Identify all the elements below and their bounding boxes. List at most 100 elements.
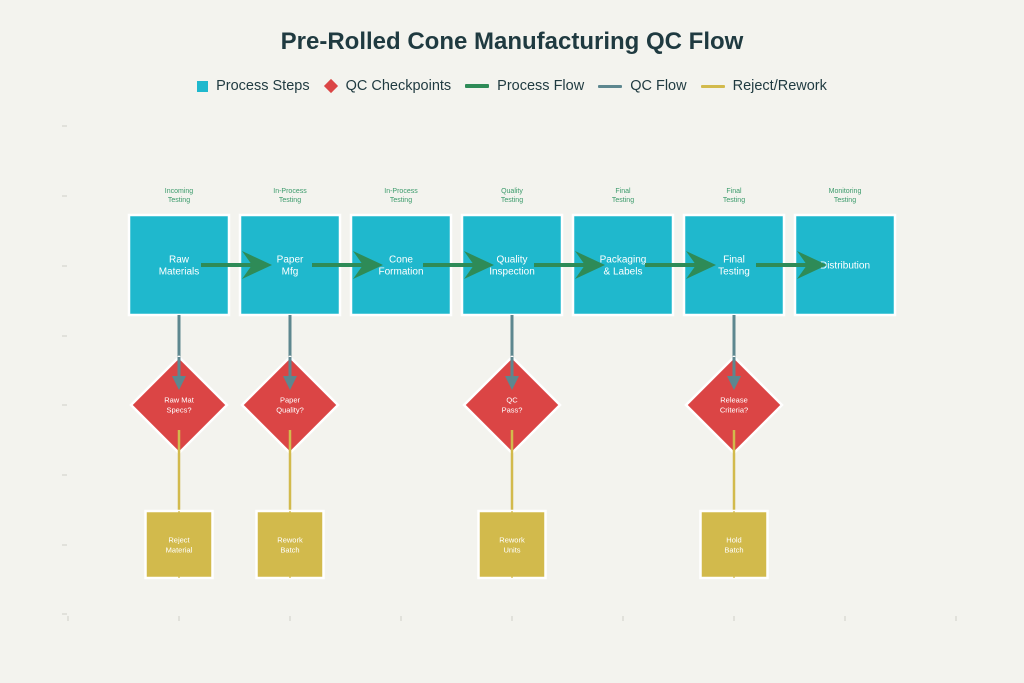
process-label: Distribution <box>820 261 870 272</box>
stage-label-line: Testing <box>723 197 745 204</box>
process-flow-arrowhead <box>242 251 272 279</box>
qc-label-line: Paper <box>280 396 301 405</box>
process-label-line: Raw <box>169 255 190 266</box>
outcome-label-line: Batch <box>724 546 743 555</box>
outcome-label-line: Hold <box>726 536 741 545</box>
legend: Process Steps QC Checkpoints Process Flo… <box>0 78 1024 94</box>
legend-item-process-flow: Process Flow <box>465 78 584 94</box>
outcome-label-line: Batch <box>280 546 299 555</box>
process-label-line: Quality <box>496 255 527 266</box>
process-flow-arrow <box>756 251 827 279</box>
outcome-label-line: Material <box>166 546 193 555</box>
stage-label-line: Testing <box>501 197 523 204</box>
process-label-line: Materials <box>159 267 200 278</box>
process-label-line: Distribution <box>820 261 870 272</box>
legend-line-icon <box>465 84 490 88</box>
process-flow-arrow <box>423 251 494 279</box>
qc-label-line: QC <box>506 396 518 405</box>
outcome-label-line: Reject <box>168 536 190 545</box>
outcome-3 <box>477 509 547 580</box>
stage-label-line: Testing <box>390 197 412 204</box>
legend-label: Reject/Rework <box>732 78 827 94</box>
process-flow-arrow <box>645 251 716 279</box>
stage-label-line: In-Process <box>273 188 307 195</box>
process-flow-arrow <box>534 251 605 279</box>
process-flow-arrow <box>312 251 383 279</box>
process-label: Packaging& Labels <box>600 255 647 278</box>
process-flow-arrowhead <box>464 251 494 279</box>
legend-item-reject-rework: Reject/Rework <box>700 78 827 94</box>
process-label-line: Packaging <box>600 255 647 266</box>
qc-label-line: Specs? <box>166 406 191 415</box>
process-flow-arrowhead <box>797 251 827 279</box>
qc-label-line: Raw Mat <box>164 396 195 405</box>
legend-square-icon <box>197 80 209 92</box>
stage-label-line: Testing <box>168 197 190 204</box>
stage-label-line: Incoming <box>165 188 194 195</box>
process-flow-arrowhead <box>686 251 716 279</box>
stage-label-line: Testing <box>279 197 301 204</box>
diagram-title: Pre-Rolled Cone Manufacturing QC Flow <box>280 28 744 55</box>
stage-label-line: In-Process <box>384 188 418 195</box>
stage-label-line: Final <box>615 188 631 195</box>
outcome-0 <box>144 509 214 580</box>
stage-label-line: Quality <box>501 188 523 195</box>
legend-line-icon <box>700 84 725 88</box>
process-flow-arrowhead <box>575 251 605 279</box>
stage-label-line: Testing <box>612 197 634 204</box>
outcome-label-line: Units <box>503 546 520 555</box>
qc-flow-arrowhead <box>283 376 297 390</box>
process-label-line: Paper <box>277 255 304 266</box>
process-label-line: Inspection <box>489 267 535 278</box>
axis-ticks <box>62 125 957 621</box>
qc-flow-arrowhead <box>172 376 186 390</box>
legend-label: Process Steps <box>216 78 310 94</box>
qc-label-line: Release <box>720 396 748 405</box>
process-flow-arrow <box>201 251 272 279</box>
stage-label-line: Testing <box>834 197 856 204</box>
qc-checkpoint-5 <box>684 355 784 455</box>
process-flow-arrowhead <box>353 251 383 279</box>
stage-label-line: Monitoring <box>829 188 862 195</box>
process-label-line: Formation <box>378 267 423 278</box>
qc-label-line: Criteria? <box>720 406 748 415</box>
process-label-line: Cone <box>389 255 413 266</box>
qc-flow-arrowhead <box>505 376 519 390</box>
qc-label-line: Quality? <box>276 406 304 415</box>
legend-line-icon <box>598 84 623 88</box>
process-label-line: Mfg <box>282 267 299 278</box>
legend-item-qc-flow: QC Flow <box>598 78 687 94</box>
stage-label-line: Final <box>726 188 742 195</box>
qc-label-line: Pass? <box>502 406 523 415</box>
outcome-1 <box>255 509 325 580</box>
outcome-5 <box>699 509 769 580</box>
process-label-line: Testing <box>718 267 750 278</box>
qc-flow-arrowhead <box>727 376 741 390</box>
process-label-line: Final <box>723 255 745 266</box>
legend-label: QC Flow <box>630 78 687 94</box>
legend-item-qc-checkpoints: QC Checkpoints <box>323 78 452 94</box>
legend-label: Process Flow <box>497 78 585 94</box>
legend-label: QC Checkpoints <box>345 78 452 94</box>
process-label-line: & Labels <box>604 267 643 278</box>
